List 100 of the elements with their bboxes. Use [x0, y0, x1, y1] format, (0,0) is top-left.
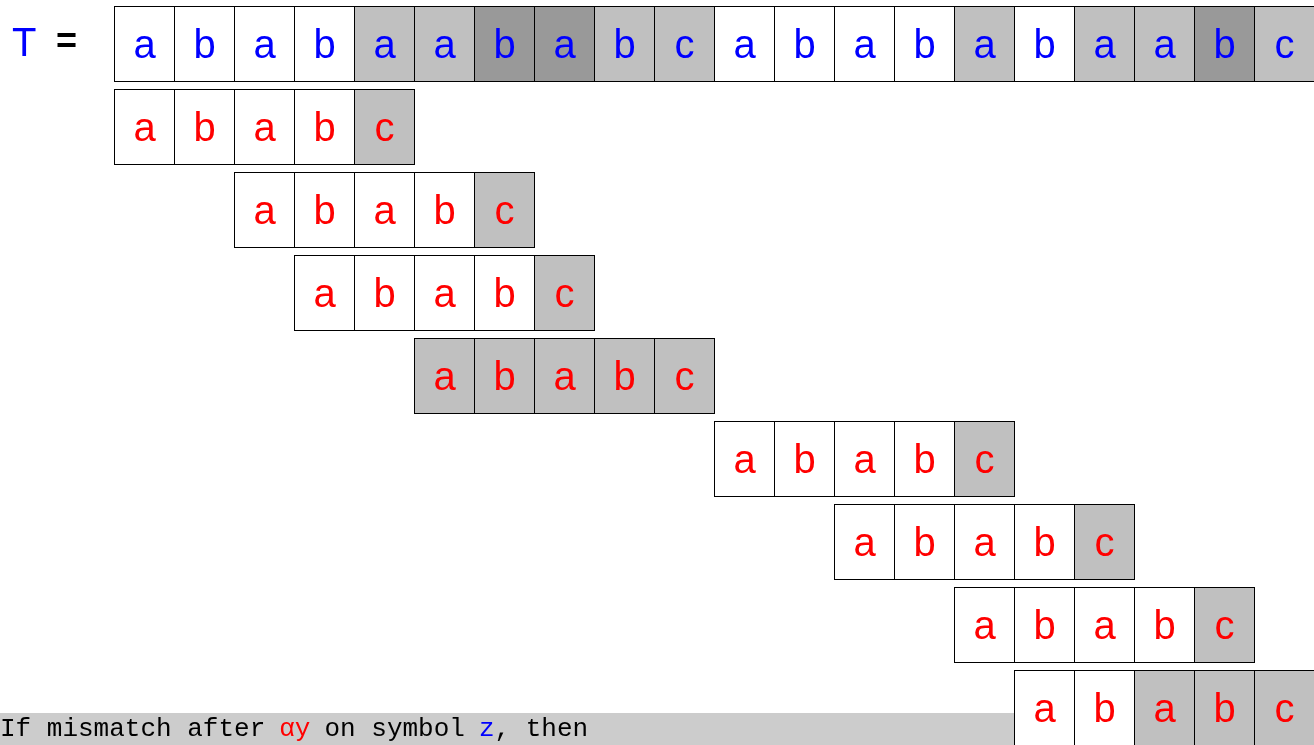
pattern-cell — [834, 504, 895, 580]
text-cell — [954, 6, 1015, 82]
symbol-letter: b — [1153, 605, 1176, 645]
symbol-letter: a — [853, 522, 876, 562]
symbol-letter: b — [913, 24, 936, 64]
symbol-letter: b — [493, 273, 516, 313]
pattern-cell — [714, 421, 775, 497]
pattern-cell — [174, 89, 235, 165]
symbol-letter: a — [1033, 688, 1056, 728]
pattern-cell — [774, 421, 835, 497]
symbol-letter: a — [973, 605, 996, 645]
pattern-cell — [894, 421, 955, 497]
text-cell — [1014, 6, 1075, 82]
symbol-letter: b — [913, 439, 936, 479]
pattern-cell — [414, 338, 475, 414]
symbol-letter: a — [133, 24, 156, 64]
pattern-cell — [534, 255, 595, 331]
symbol-letter: b — [193, 24, 216, 64]
symbol-letter: b — [313, 107, 336, 147]
text-cell — [1194, 6, 1255, 82]
pattern-cell — [294, 255, 355, 331]
pattern-cell — [234, 172, 295, 248]
caption-text: z — [478, 714, 495, 744]
symbol-letter: a — [1153, 688, 1176, 728]
symbol-letter: a — [433, 24, 456, 64]
pattern-cell — [294, 172, 355, 248]
pattern-cell — [534, 338, 595, 414]
pattern-cell — [414, 255, 475, 331]
pattern-cell — [474, 338, 535, 414]
text-cell — [414, 6, 475, 82]
text-cell — [654, 6, 715, 82]
pattern-cell — [1194, 587, 1255, 663]
symbol-letter: a — [853, 24, 876, 64]
pattern-cell — [354, 89, 415, 165]
symbol-letter: b — [373, 273, 396, 313]
text-cell — [294, 6, 355, 82]
caption-text: on symbol — [324, 714, 465, 744]
symbol-letter: b — [1213, 688, 1236, 728]
text-variable-label: T — [12, 20, 37, 65]
text-cell — [1074, 6, 1135, 82]
symbol-letter: a — [433, 356, 456, 396]
pattern-cell — [354, 172, 415, 248]
symbol-letter: c — [1274, 688, 1295, 728]
symbol-letter: c — [1214, 605, 1235, 645]
symbol-letter: a — [853, 439, 876, 479]
pattern-cell — [1014, 670, 1075, 745]
symbol-letter: a — [133, 107, 156, 147]
pattern-cell — [114, 89, 175, 165]
symbol-letter: b — [1093, 688, 1116, 728]
pattern-cell — [954, 504, 1015, 580]
caption-text: αy — [279, 714, 311, 744]
symbol-letter: b — [433, 190, 456, 230]
text-cell — [354, 6, 415, 82]
text-cell — [1254, 6, 1314, 82]
symbol-letter: a — [433, 273, 456, 313]
symbol-letter: a — [313, 273, 336, 313]
symbol-letter: b — [1213, 24, 1236, 64]
symbol-letter: a — [373, 190, 396, 230]
symbol-letter: b — [913, 522, 936, 562]
equals-sign: = — [56, 20, 78, 62]
symbol-letter: b — [613, 24, 636, 64]
symbol-letter: b — [313, 190, 336, 230]
symbol-letter: a — [253, 107, 276, 147]
symbol-letter: a — [1153, 24, 1176, 64]
symbol-letter: c — [674, 356, 695, 396]
pattern-cell — [654, 338, 715, 414]
symbol-letter: b — [1033, 605, 1056, 645]
symbol-letter: c — [494, 190, 515, 230]
symbol-letter: b — [613, 356, 636, 396]
caption-text: If mismatch after — [0, 714, 266, 744]
symbol-letter: a — [253, 190, 276, 230]
text-cell — [174, 6, 235, 82]
symbol-letter: a — [1093, 605, 1116, 645]
pattern-cell — [894, 504, 955, 580]
symbol-letter: a — [553, 24, 576, 64]
pattern-cell — [1014, 504, 1075, 580]
text-cell — [534, 6, 595, 82]
pattern-cell — [1134, 670, 1195, 745]
pattern-cell — [294, 89, 355, 165]
pattern-cell — [414, 172, 475, 248]
symbol-letter: b — [493, 24, 516, 64]
text-cell — [894, 6, 955, 82]
pattern-cell — [1014, 587, 1075, 663]
symbol-letter: c — [554, 273, 575, 313]
pattern-cell — [354, 255, 415, 331]
symbol-letter: b — [1033, 522, 1056, 562]
text-cell — [774, 6, 835, 82]
pattern-cell — [954, 587, 1015, 663]
symbol-letter: b — [313, 24, 336, 64]
text-cell — [474, 6, 535, 82]
symbol-letter: c — [374, 107, 395, 147]
text-cell — [714, 6, 775, 82]
pattern-cell — [234, 89, 295, 165]
text-cell — [834, 6, 895, 82]
symbol-letter: b — [493, 356, 516, 396]
symbol-letter: a — [1093, 24, 1116, 64]
symbol-letter: c — [674, 24, 695, 64]
pattern-cell — [1134, 587, 1195, 663]
pattern-cell — [474, 255, 535, 331]
symbol-letter: a — [733, 24, 756, 64]
